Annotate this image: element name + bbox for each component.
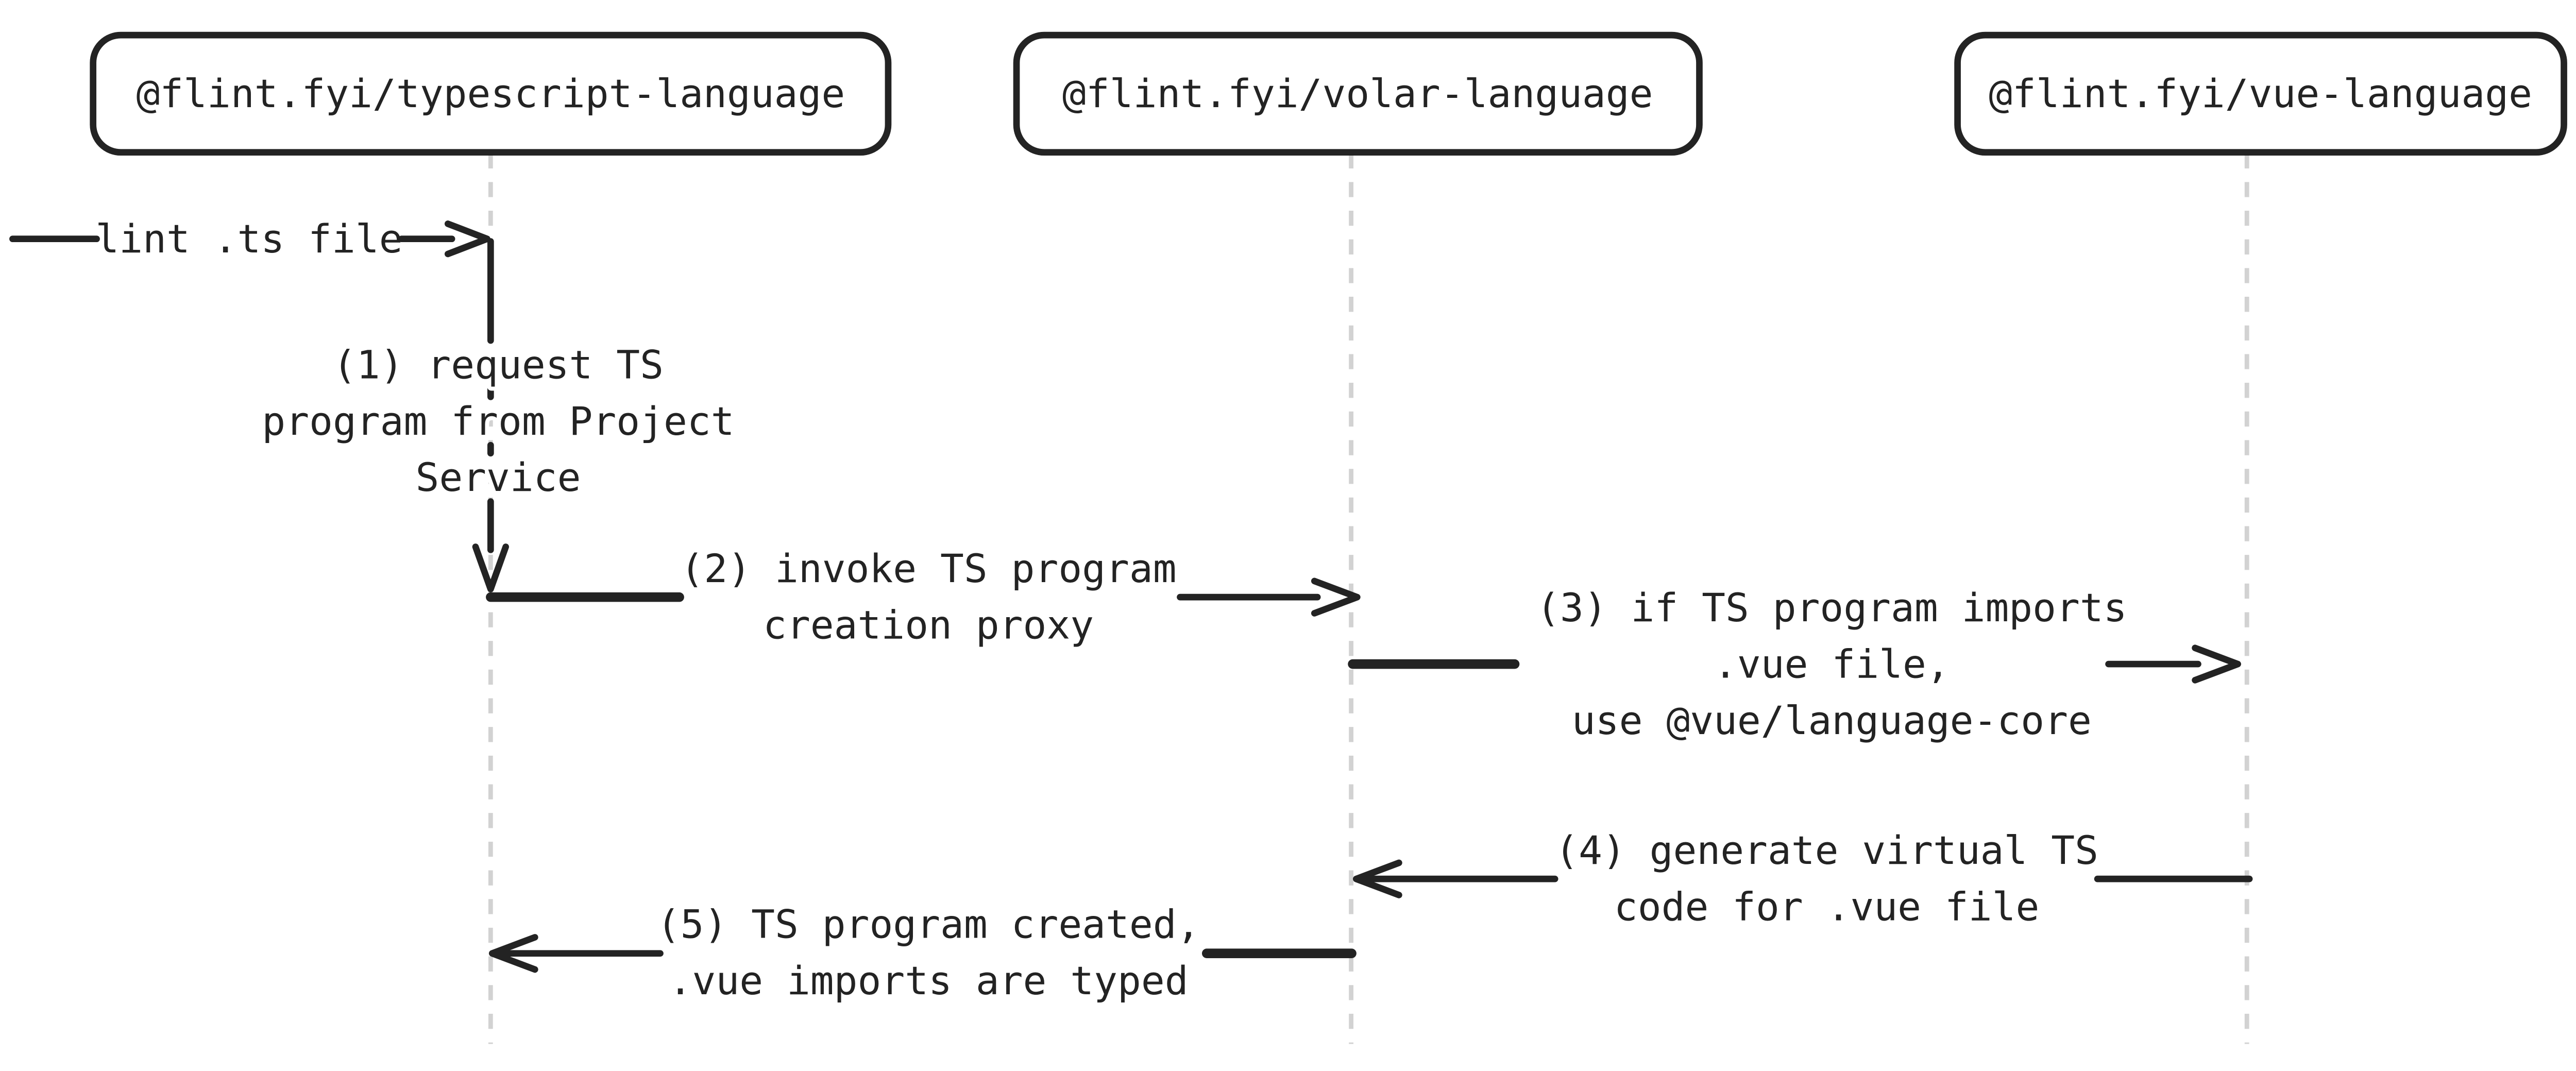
actor-box [1954,31,2567,156]
message-label-line: use @vue/language-core [1572,698,2092,743]
message-1-request-ts-program: (1) request TS program from Project Serv… [258,238,738,592]
actor-vue-language: @flint.fyi/vue-language [1954,31,2567,156]
actor-label: @flint.fyi/vue-language [1989,71,2532,116]
message-2-invoke-ts-program-creation-proxy: (2) invoke TS program creation proxy [486,541,1361,652]
message-label: lint .ts file [95,216,402,262]
arrowhead-right-icon [2192,644,2241,684]
arrowhead-left-icon [488,934,538,973]
actor-box [1013,31,1703,156]
message-label-line: (2) invoke TS program [681,546,1177,591]
actor-label: @flint.fyi/typescript-language [136,71,845,116]
message-label-line: code for .vue file [1614,883,2039,929]
message-label-line: Service [415,454,581,500]
message-label-line: creation proxy [763,602,1094,648]
actor-box [90,31,892,156]
actor-typescript-language: @flint.fyi/typescript-language [90,31,892,156]
actor-volar-language: @flint.fyi/volar-language [1013,31,1703,156]
message-5-ts-program-created: (5) TS program created, .vue imports are… [488,897,1357,1008]
arrowhead-down-icon [472,543,509,592]
actor-label: @flint.fyi/volar-language [1062,71,1653,116]
message-label-line: .vue file, [1714,641,1950,687]
message-lint-ts-file: lint .ts file [9,212,490,266]
arrowhead-right-icon [1311,577,1361,617]
message-label-line: (4) generate virtual TS [1555,827,2098,873]
arrowhead-left-icon [1353,859,1402,898]
arrowhead-right-icon [444,220,490,258]
message-label-line: (1) request TS [333,342,664,387]
message-label-line: program from Project [262,398,734,444]
message-3-if-ts-program-imports-vue: (3) if TS program imports .vue file, use… [1348,581,2241,747]
message-label-line: (3) if TS program imports [1536,585,2127,631]
message-4-generate-virtual-ts-code: (4) generate virtual TS code for .vue fi… [1353,823,2253,933]
message-label-line: .vue imports are typed [669,958,1189,1004]
message-label-line: (5) TS program created, [657,902,1200,947]
